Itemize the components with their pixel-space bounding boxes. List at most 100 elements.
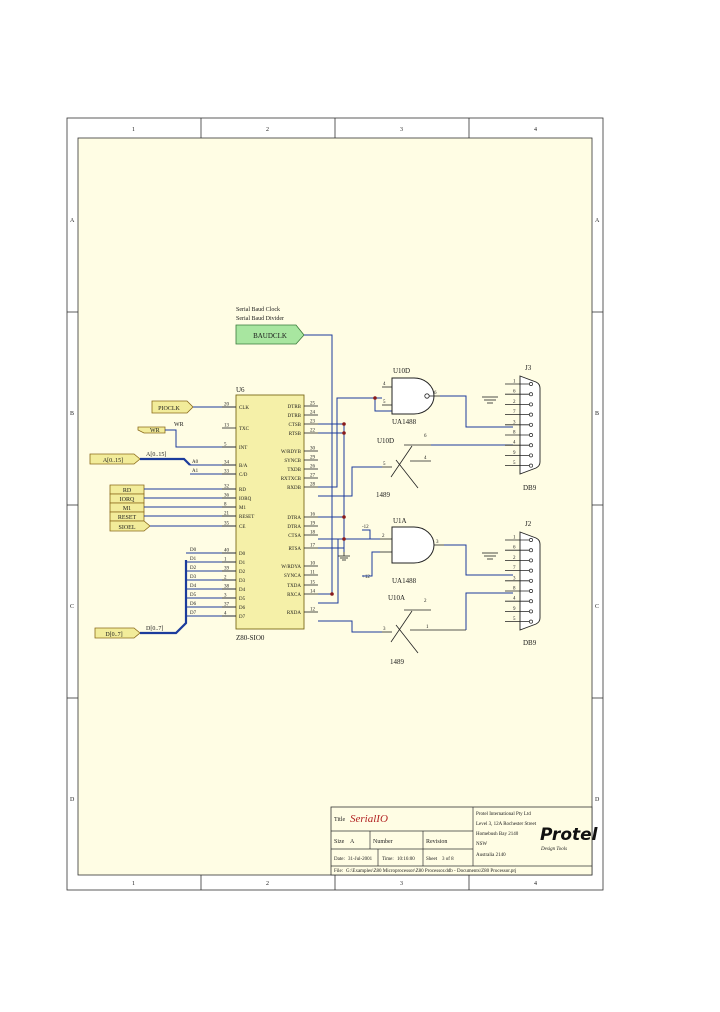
tb-company-4: NSW xyxy=(476,842,487,847)
zone-row-a-right: A xyxy=(595,218,600,224)
junction-dots xyxy=(330,396,377,596)
zone-row-b-left: B xyxy=(70,411,74,417)
zone-col-2-bottom: 2 xyxy=(266,881,269,887)
receiver-u10a-part: 1489 xyxy=(390,658,405,666)
ic-u6-pin-number: 8 xyxy=(224,503,227,508)
conn-j3-pin-5: 5 xyxy=(505,461,533,468)
port-rd[interactable]: RD xyxy=(109,484,145,495)
ground-symbol-j3 xyxy=(482,396,498,404)
receiver-u10a-designator: U10A xyxy=(388,594,405,602)
ic-u6[interactable]: U6 Z80-SIO0 20CLK13TXC5INT34B/A33C/D32RD… xyxy=(222,386,318,642)
ic-u6-pin-d7-4: 4D7 xyxy=(222,612,246,620)
receiver-u10d[interactable]: U10D 1489 5 6 4 xyxy=(376,434,431,499)
ic-u6-pin-number: 34 xyxy=(224,461,230,466)
ic-u6-pin-label: D0 xyxy=(239,552,246,557)
svg-text:1: 1 xyxy=(513,536,516,541)
port-addr[interactable]: A[0..15] xyxy=(89,453,141,465)
tb-size-value: A xyxy=(350,839,355,845)
port-pioclk[interactable]: PIOCLK xyxy=(151,400,194,414)
svg-text:8: 8 xyxy=(513,587,516,592)
tb-sheet-label: Sheet xyxy=(426,857,438,862)
ic-u6-pin-label: W/RDYA xyxy=(281,565,301,570)
zone-col-4-bottom: 4 xyxy=(534,881,537,887)
port-wr[interactable]: WR xyxy=(137,426,166,434)
port-pioclk-label: PIOCLK xyxy=(158,406,180,412)
ic-u6-pin-number: 37 xyxy=(224,603,230,608)
ic-u6-left-pins: 20CLK13TXC5INT34B/A33C/D32RD36IORQ8M121R… xyxy=(222,403,254,620)
wire-u10d-out xyxy=(440,395,513,428)
ic-u6-pin-label: CLK xyxy=(239,406,249,411)
tb-size-label: Size xyxy=(334,839,345,845)
port-iorq-label: IORQ xyxy=(120,497,135,503)
port-m1-label: M1 xyxy=(123,506,131,512)
port-baudclk-label: BAUDCLK xyxy=(253,332,287,340)
port-baudclk[interactable]: BAUDCLK xyxy=(235,324,305,345)
tb-sheet-value: 3 of 8 xyxy=(442,857,454,862)
port-data[interactable]: D[0..7] xyxy=(94,627,141,639)
gate-u1a-driver[interactable]: U1A UA1488 2 3 xyxy=(380,517,444,585)
ic-u6-pin-label: D4 xyxy=(239,588,246,593)
port-reset[interactable]: RESET xyxy=(109,511,145,522)
ic-u6-pin-label: D1 xyxy=(239,561,246,566)
baud-note-line2: Serial Baud Divider xyxy=(236,316,284,322)
port-iorq[interactable]: IORQ xyxy=(109,493,145,504)
svg-text:2: 2 xyxy=(513,400,516,405)
svg-text:1: 1 xyxy=(513,380,516,385)
svg-text:D0: D0 xyxy=(190,548,197,553)
ic-u6-pin-wrdya-10: 10W/RDYA xyxy=(281,562,318,570)
gate-u1a-part: UA1488 xyxy=(392,577,417,585)
receiver-u10d-part: 1489 xyxy=(376,491,391,499)
ic-u6-pin-number: 36 xyxy=(224,494,230,499)
ic-u6-pin-number: 18 xyxy=(310,531,316,536)
net-wr: WR xyxy=(174,422,184,428)
svg-text:5: 5 xyxy=(513,461,516,466)
zone-row-d-right: D xyxy=(595,797,600,803)
ic-u6-pin-number: 11 xyxy=(310,571,315,576)
ground-symbol-u6 xyxy=(338,552,350,561)
receiver-u10a[interactable]: U10A 1489 3 2 1 xyxy=(382,594,466,666)
ic-u6-body xyxy=(235,394,305,630)
ic-u6-pin-number: 20 xyxy=(224,403,230,408)
ic-u6-pin-wrdyb-30: 30W/RDYB xyxy=(281,447,318,455)
ic-u6-pin-number: 23 xyxy=(310,420,316,425)
gate-u10d-part: UA1488 xyxy=(392,418,417,426)
ic-u6-pin-label: CTSA xyxy=(288,534,301,539)
ic-u6-pin-number: 24 xyxy=(310,411,316,416)
net-minus12: -12 xyxy=(362,525,369,530)
svg-text:D2: D2 xyxy=(190,566,197,571)
tb-company-5: Australia 2140 xyxy=(476,853,506,858)
ic-u6-pin-number: 27 xyxy=(310,474,316,479)
wire-u10a-rx xyxy=(465,592,513,630)
tb-company-2: Level 3, 12A Rochester Street xyxy=(476,822,537,827)
ic-u6-pin-label: CTSB xyxy=(288,423,301,428)
ic-u6-pin-number: 3 xyxy=(224,594,227,599)
ic-u6-pin-number: 14 xyxy=(310,590,316,595)
svg-text:5: 5 xyxy=(513,617,516,622)
conn-j2-pin-1: 1 xyxy=(505,536,533,542)
receiver-u10d-designator: U10D xyxy=(377,437,394,445)
gate-u10d-driver[interactable]: U10D UA1488 4 5 6 xyxy=(382,367,440,426)
zone-row-a-left: A xyxy=(70,218,75,224)
conn-j3-pin-3: 3 xyxy=(505,420,533,427)
port-m1[interactable]: M1 xyxy=(109,502,145,513)
svg-text:2: 2 xyxy=(424,599,427,604)
ic-u6-pin-label: RXDA xyxy=(287,611,302,616)
conn-j3-pin-9: 9 xyxy=(505,451,533,458)
ic-u6-pin-number: 5 xyxy=(224,443,227,448)
ic-u6-pin-label: DTRA xyxy=(287,525,301,530)
port-sioel[interactable]: SIOEL xyxy=(109,520,151,532)
